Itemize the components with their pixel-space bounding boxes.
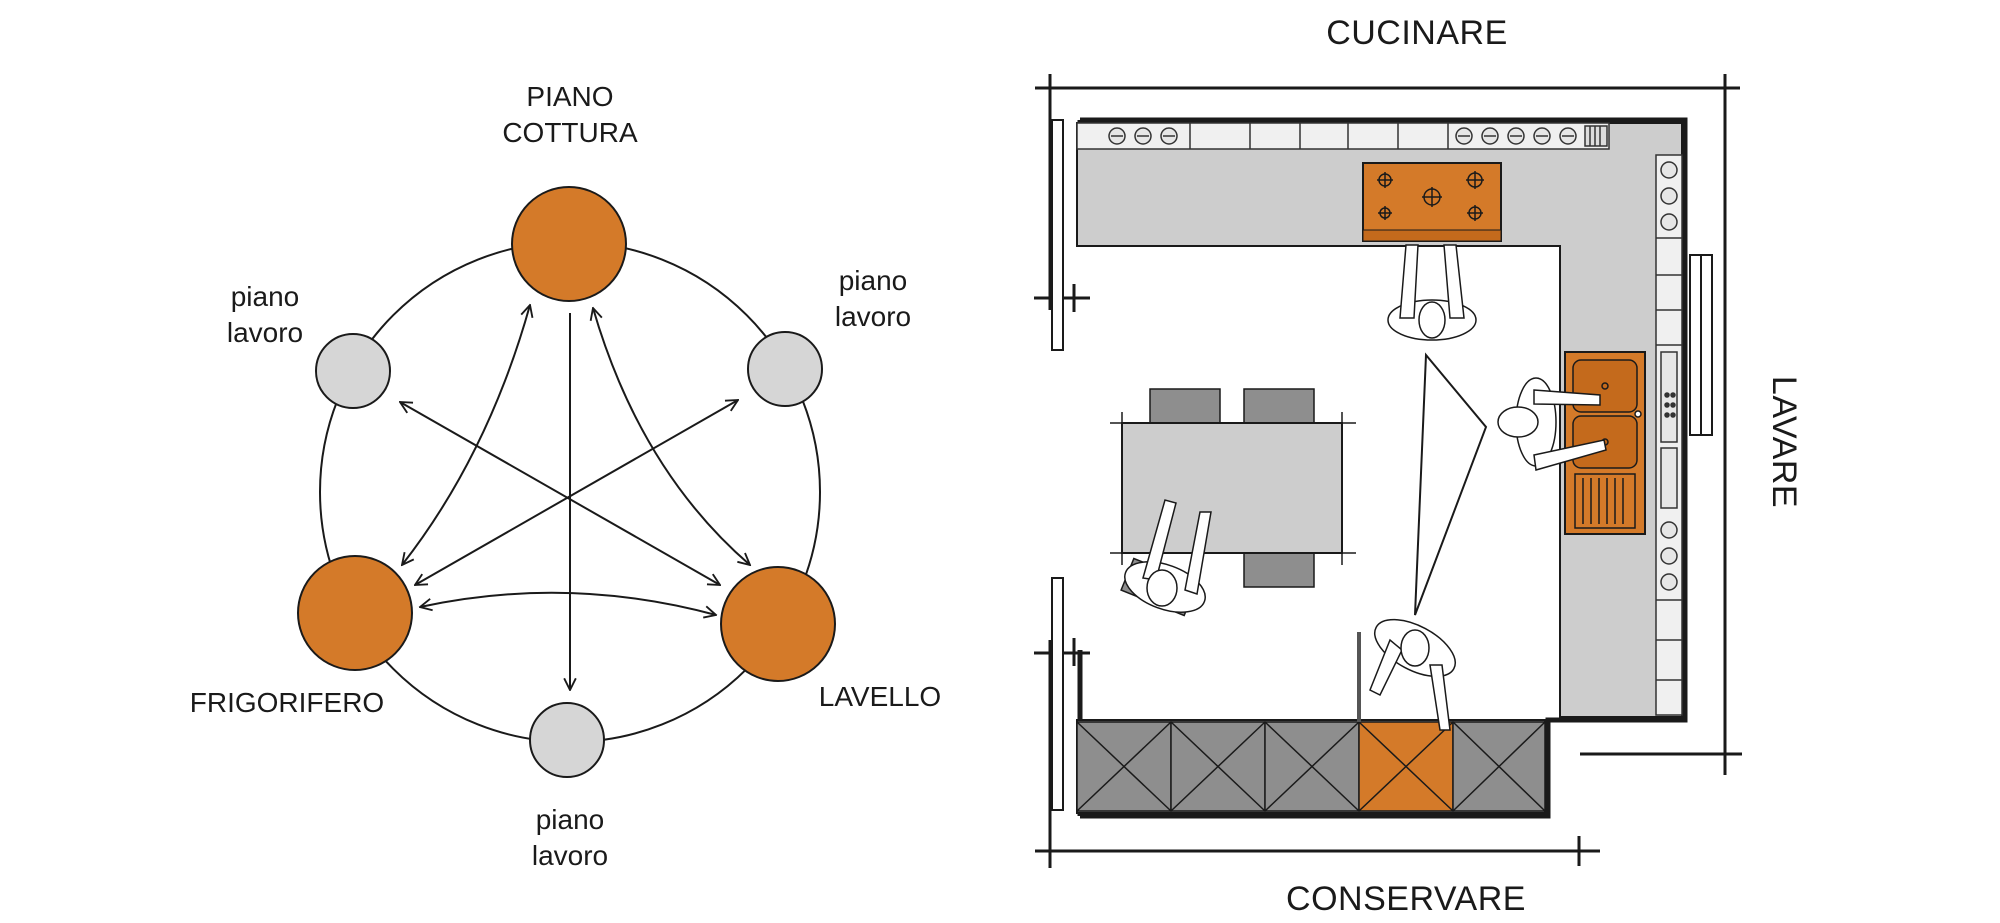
node-cooktop: PIANO COTTURA — [502, 81, 638, 302]
node-counter-left: piano lavoro — [227, 281, 391, 409]
node-counter-right-label-2: lavoro — [835, 301, 911, 332]
chair — [1149, 388, 1221, 426]
upper-cabinets-right — [1655, 154, 1683, 716]
arrow-fridge-sink — [420, 591, 716, 615]
door-frame — [1357, 632, 1361, 722]
person-at-table — [1124, 499, 1212, 613]
node-cooktop-label-2: COTTURA — [502, 117, 638, 148]
kitchen-floor-plan: CUCINARE CONSERVARE LAVARE — [1034, 14, 1803, 918]
node-counter-left-circle — [315, 333, 391, 409]
node-fridge-label: FRIGORIFERO — [190, 687, 384, 718]
arrow-fridge-right — [415, 400, 738, 585]
node-counter-bottom-label-1: piano — [536, 804, 605, 835]
floor-work-triangle — [1414, 352, 1488, 616]
door-jambs — [1051, 119, 1713, 811]
work-triangle-diagram: PIANO COTTURA FRIGORIFERO LAVELLO piano … — [190, 81, 941, 871]
node-fridge: FRIGORIFERO — [190, 555, 413, 718]
person-at-cooktop — [1387, 244, 1477, 341]
node-sink: LAVELLO — [720, 566, 941, 712]
node-sink-circle — [720, 566, 836, 682]
arrow-cooktop-fridge — [402, 305, 530, 565]
node-counter-left-label-1: piano — [231, 281, 300, 312]
chair — [1243, 388, 1315, 426]
node-counter-bottom: piano lavoro — [529, 702, 608, 871]
chair — [1243, 552, 1315, 588]
person-at-sink — [1497, 377, 1607, 471]
cooktop — [1362, 162, 1502, 242]
storage-cabinets — [1076, 719, 1546, 814]
sink — [1564, 351, 1646, 535]
arrow-left-sink — [400, 402, 720, 585]
node-counter-bottom-label-2: lavoro — [532, 840, 608, 871]
person-at-storage — [1369, 618, 1456, 731]
zone-label-bottom: CONSERVARE — [1286, 880, 1526, 918]
node-counter-right-label-1: piano — [839, 265, 908, 296]
upper-cabinets-top — [1076, 122, 1610, 150]
node-cooktop-circle — [511, 186, 627, 302]
wall-outline — [1080, 117, 1688, 819]
node-sink-label: LAVELLO — [819, 681, 941, 712]
connection-arrows — [400, 305, 750, 690]
zone-label-right: LAVARE — [1765, 376, 1803, 508]
node-fridge-circle — [297, 555, 413, 671]
node-counter-right: piano lavoro — [747, 265, 911, 407]
node-counter-right-circle — [747, 331, 823, 407]
node-cooktop-label-1: PIANO — [526, 81, 613, 112]
node-counter-bottom-circle — [529, 702, 605, 778]
node-counter-left-label-2: lavoro — [227, 317, 303, 348]
zone-label-top: CUCINARE — [1326, 14, 1508, 52]
